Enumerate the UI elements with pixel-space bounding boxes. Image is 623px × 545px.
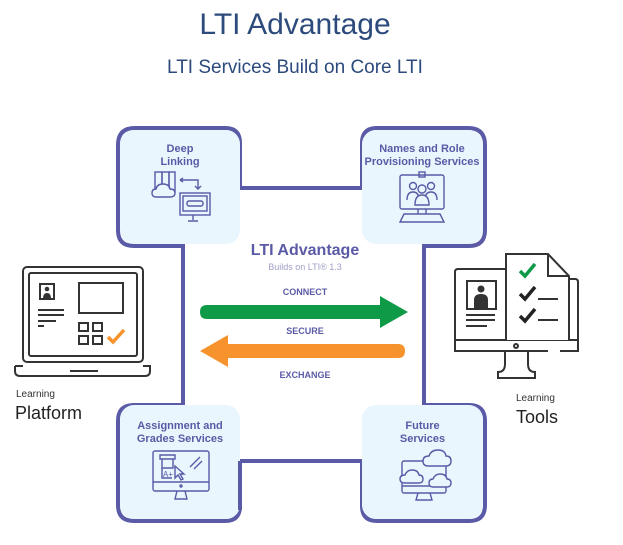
service-box-deep-linking <box>116 126 242 248</box>
service-label-line2: Grades Services <box>136 433 224 445</box>
service-label-assignment-grades: Assignment and Grades Services <box>118 420 242 446</box>
service-box-future-services <box>360 403 487 523</box>
connector-frame <box>181 186 426 463</box>
page-subtitle: LTI Services Build on Core LTI <box>167 57 423 78</box>
service-label-line1: Names and Role <box>379 143 465 155</box>
connect-arrow <box>200 296 408 328</box>
tools-label-small: Learning <box>516 393 555 404</box>
service-label-line2: Provisioning Services <box>364 156 480 168</box>
service-label-line1: Deep <box>166 143 194 155</box>
platform-label-big: Platform <box>15 403 83 423</box>
svg-text:A+: A+ <box>163 470 173 479</box>
service-box-names-roles <box>360 126 487 248</box>
service-label-line1: Future <box>405 420 440 432</box>
tools-label-big: Tools <box>516 407 559 427</box>
secure-label: SECURE <box>286 326 324 336</box>
future-services-icon <box>399 449 452 501</box>
service-label-line2: Services <box>399 433 446 445</box>
service-label-future-services: Future Services <box>362 420 483 446</box>
learning-platform-icon <box>14 266 151 377</box>
exchange-label: EXCHANGE <box>279 370 331 380</box>
center-title: LTI Advantage <box>250 242 360 259</box>
deep-linking-icon <box>151 171 211 222</box>
names-roles-icon <box>398 171 446 223</box>
center-subtitle: Builds on LTI® 1.3 <box>268 262 342 272</box>
service-label-line1: Assignment and <box>137 420 223 432</box>
service-label-names-roles: Names and Role Provisioning Services <box>358 143 486 169</box>
exchange-arrow <box>200 335 405 367</box>
service-box-assignment-grades: A+ <box>116 403 242 523</box>
service-label-deep-linking: Deep Linking <box>120 143 240 169</box>
connect-label: CONNECT <box>282 287 328 297</box>
service-label-line2: Linking <box>160 156 200 168</box>
page-title: LTI Advantage <box>199 8 391 41</box>
assignment-grades-icon: A+ <box>152 450 210 500</box>
platform-label-small: Learning <box>16 389 55 400</box>
learning-tools-icon <box>454 253 579 379</box>
